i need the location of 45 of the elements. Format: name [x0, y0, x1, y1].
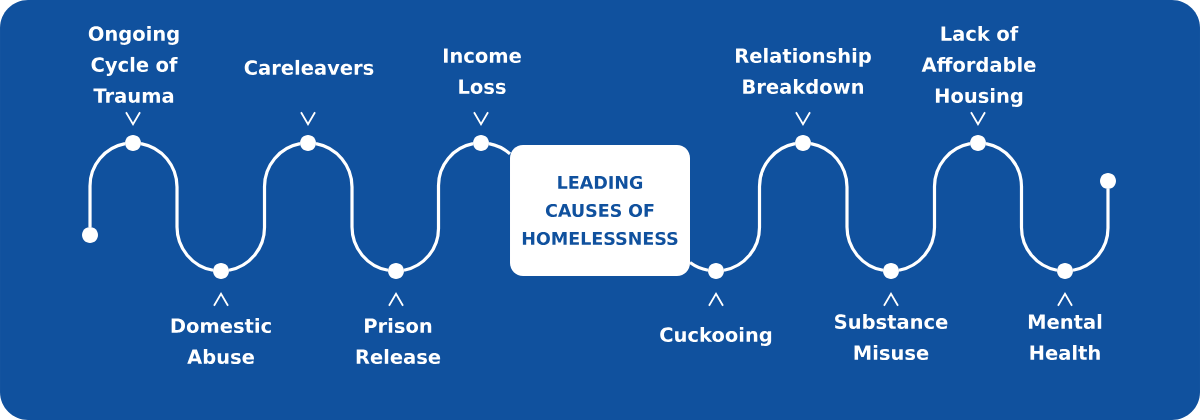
- wave-line: [403, 142, 474, 272]
- dot: [473, 135, 489, 151]
- chevron: [388, 292, 404, 307]
- dot: [82, 227, 98, 243]
- cause-label: Careleavers: [244, 59, 374, 75]
- cause-label: Cuckooing: [660, 327, 772, 346]
- cause-label: Substance Misuse: [835, 314, 948, 361]
- chevron: [708, 292, 724, 307]
- chevron: [1057, 292, 1073, 307]
- cause-label: Ongoing Cycle of Trauma: [88, 25, 179, 103]
- dot: [213, 263, 229, 279]
- dot: [883, 263, 899, 279]
- cause-label: Relationship Breakdown: [736, 47, 871, 94]
- dot: [708, 263, 724, 279]
- dot: [1057, 263, 1073, 279]
- dot: [970, 135, 986, 151]
- wave-line: [898, 142, 971, 272]
- dot: [125, 135, 141, 151]
- cause-label: Prison Release: [356, 318, 441, 365]
- wave-line: [689, 261, 709, 272]
- wave-line: [723, 142, 796, 272]
- chevron: [125, 111, 141, 126]
- wave-line: [228, 142, 301, 272]
- chevron: [883, 292, 899, 307]
- wave-line: [1072, 189, 1110, 272]
- cause-label: Income Loss: [444, 48, 521, 94]
- wave-line: [140, 142, 214, 272]
- chevron: [970, 111, 986, 126]
- wave-line: [315, 142, 389, 272]
- dot: [388, 263, 404, 279]
- wave-line: [488, 142, 511, 156]
- wave-line: [985, 142, 1058, 272]
- wave-line: [88, 142, 126, 227]
- chevron: [300, 111, 316, 126]
- dot: [300, 135, 316, 151]
- dot: [795, 135, 811, 151]
- cause-label: Lack of Affordable Housing: [921, 26, 1036, 107]
- wave-line: [810, 142, 884, 272]
- chevron: [795, 111, 811, 126]
- cause-label: Mental Health: [1028, 314, 1102, 361]
- cause-label: Domestic Abuse: [171, 318, 271, 365]
- chevron: [213, 292, 229, 307]
- chevron: [473, 111, 489, 126]
- title-box: LEADING CAUSES OF HOMELESSNESS: [510, 145, 690, 276]
- dot: [1100, 173, 1116, 189]
